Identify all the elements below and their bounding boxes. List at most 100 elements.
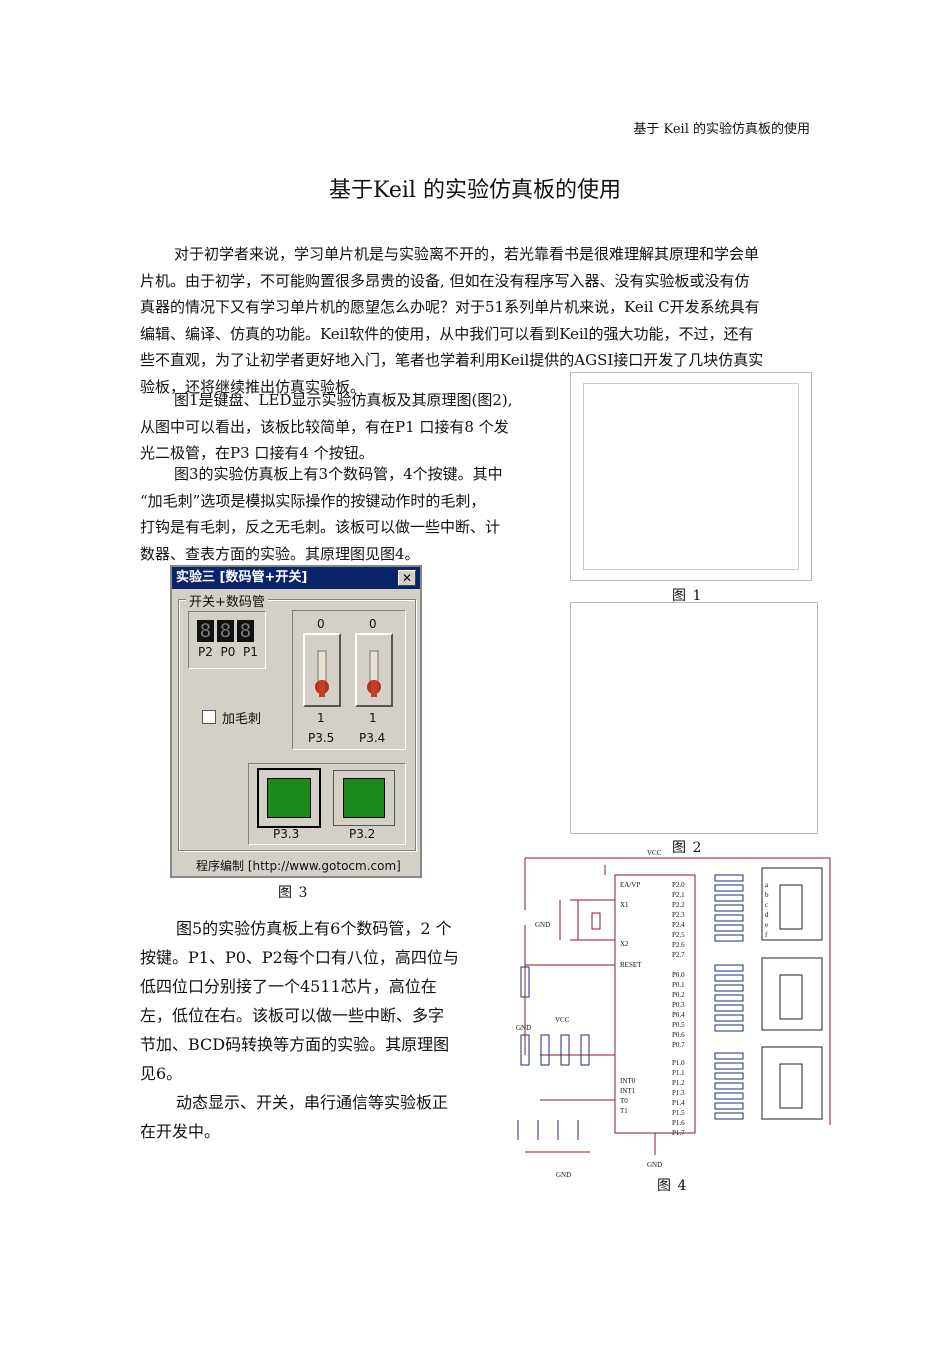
figure-1-frame (583, 383, 799, 570)
switch-2-bottom-label: 1 (369, 711, 377, 725)
text-line: 左，低位在右。该板可以做一些中断、多字 (140, 1006, 445, 1025)
button-2-name: P3.2 (349, 827, 376, 841)
figure-1-caption: 图 1 (672, 588, 703, 604)
port-pin-label: P1.2 (672, 1079, 685, 1087)
text-line: 打钩是有毛刺，反之无毛刺。该板可以做一些中断、计 (140, 518, 501, 536)
port-pin-label: P2.6 (672, 941, 685, 949)
text-line: 见6。 (140, 1064, 183, 1083)
vcc-label-top: VCC (647, 849, 662, 857)
seg-letter: b (765, 891, 769, 899)
segment-digit-p2: 8 (197, 620, 214, 642)
gnd-label-bottom: GND (556, 1171, 571, 1179)
gnd-label-left: GND (516, 1024, 531, 1032)
port-pin-label: P1.4 (672, 1099, 685, 1107)
segment-labels: P2 P0 P1 (198, 645, 258, 659)
port-pin-label: P0.2 (672, 991, 685, 999)
switch-1-bottom-label: 1 (317, 711, 325, 725)
port-pin-label: P1.1 (672, 1069, 685, 1077)
port-pin-label: P2.3 (672, 911, 685, 919)
port-pin-label: P1.3 (672, 1089, 685, 1097)
port-pin-label: P0.3 (672, 1001, 685, 1009)
text-line: “加毛刺”选项是模拟实际操作的按键动作时的毛刺， (140, 491, 486, 510)
segment-digit-p0: 8 (217, 620, 234, 642)
text-line: 图3的实验仿真板上有3个数码管，4个按键。其中 (174, 465, 503, 483)
seg-letter: d (765, 911, 769, 919)
glitch-checkbox[interactable] (202, 710, 216, 724)
figure-1-image (570, 372, 812, 581)
gnd-label-crystal: GND (535, 921, 550, 929)
pin-label: RESET (620, 961, 642, 969)
figure-2-image (570, 602, 818, 834)
schematic-diagram: VCC VCC GND GND GND GND EA/VP X1 X2 RESE… (516, 849, 831, 1179)
button-led-icon (267, 778, 311, 818)
seven-segment-panel: 8 8 8 P2 P0 P1 (188, 611, 266, 669)
push-button-p33[interactable] (257, 768, 321, 828)
port-pin-label: P2.1 (672, 891, 685, 899)
vcc-label-mid: VCC (555, 1016, 570, 1024)
push-button-p32[interactable] (333, 770, 395, 826)
figure-3-caption: 图 3 (278, 885, 309, 901)
port-pin-label: P0.0 (672, 971, 685, 979)
port-pin-label: P2.0 (672, 881, 685, 889)
switch-2-top-label: 0 (369, 617, 377, 631)
port-pin-label: P1.6 (672, 1119, 685, 1127)
group-box (178, 599, 416, 851)
pin-label: X1 (620, 901, 629, 909)
chip-left-pins: EA/VP X1 X2 RESET INT0 INT1 T0 T1 (620, 881, 642, 1115)
port-pin-label: P2.2 (672, 901, 685, 909)
text-line: 数器、查表方面的实验。其原理图见图4。 (140, 544, 420, 563)
port-pin-label: P0.1 (672, 981, 685, 989)
paragraph-fig3: 图3的实验仿真板上有3个数码管，4个按键。其中 “加毛刺”选项是模拟实际操作的按… (140, 461, 550, 567)
port-pin-label: P1.5 (672, 1109, 685, 1117)
seg-letters: a b c d e f (765, 881, 769, 939)
paragraph-fig5: 图5的实验仿真板上有6个数码管，2 个 按键。P1、P0、P2每个口有八位，高四… (140, 914, 500, 1088)
port-pin-label: P2.4 (672, 921, 685, 929)
paragraph-fig1: 图1是键盘、LED显示实验仿真板及其原理图(图2), 从图中可以看出，该板比较简… (140, 387, 550, 467)
button-led-icon (343, 778, 385, 818)
paragraph-future: 动态显示、开关，串行通信等实验板正 在开发中。 (140, 1088, 500, 1146)
switch-p35[interactable] (303, 633, 341, 707)
text-line: 验板，还将继续推出仿真实验板。 (140, 377, 366, 396)
text-line: 图1是键盘、LED显示实验仿真板及其原理图(图2), (174, 391, 513, 409)
text-line: 真器的情况下又有学习单片机的愿望怎么办呢？对于51系列单片机来说，Keil C开… (140, 298, 760, 316)
text-line: 光二极管，在P3 口接有4 个按钮。 (140, 444, 374, 462)
port-pin-label: P0.5 (672, 1021, 685, 1029)
pin-label: T1 (620, 1107, 628, 1115)
paragraph-intro: 对于初学者来说，学习单片机是与实验离不开的，若光靠看书是很难理解其原理和学会单 … (140, 241, 820, 400)
figure-2-caption: 图 2 (672, 840, 703, 856)
running-header: 基于 Keil 的实验仿真板的使用 (633, 122, 810, 137)
text-line: 些不直观，为了让初学者更好地入门，笔者也学着利用Keil提供的AGSI接口开发了… (140, 351, 764, 369)
switch-p34[interactable] (355, 633, 393, 707)
port-pin-label: P2.5 (672, 931, 685, 939)
text-line: 从图中可以看出，该板比较简单，有在P1 口接有8 个发 (140, 417, 509, 436)
text-line: 编辑、编译、仿真的功能。Keil软件的使用，从中我们可以看到Keil的强大功能，… (140, 324, 754, 343)
experiment-dialog: 实验三 [数码管+开关] ✕ 开关+数码管 8 8 8 P2 P0 P1 0 0… (170, 565, 422, 878)
toggle-lever-icon (367, 650, 381, 697)
port-pin-label: P0.6 (672, 1031, 685, 1039)
chip-port-pins: P2.0P2.1P2.2P2.3P2.4P2.5P2.6P2.7P0.0P0.1… (672, 881, 685, 1137)
pin-label: T0 (620, 1097, 628, 1105)
pin-label: X2 (620, 940, 629, 948)
seg-letter: f (765, 931, 768, 939)
pin-label: INT0 (620, 1077, 636, 1085)
button-1-name: P3.3 (273, 827, 300, 841)
pin-label: INT1 (620, 1087, 636, 1095)
button-panel: P3.3 P3.2 (248, 763, 406, 845)
port-pin-label: P0.4 (672, 1011, 685, 1019)
port-pin-label: P0.7 (672, 1041, 685, 1049)
text-line: 图5的实验仿真板上有6个数码管，2 个 (176, 919, 452, 938)
dialog-footer: 程序编制 [http://www.gotocm.com] (196, 859, 401, 873)
text-line: 节加、BCD码转换等方面的实验。其原理图 (140, 1035, 450, 1054)
resistor-arrays (520, 874, 744, 1120)
text-line: 动态显示、开关，串行通信等实验板正 (176, 1093, 449, 1112)
dialog-title: 实验三 [数码管+开关] (172, 567, 420, 589)
port-pin-label: P1.0 (672, 1059, 685, 1067)
toggle-lever-icon (315, 650, 329, 697)
text-line: 对于初学者来说，学习单片机是与实验离不开的，若光靠看书是很难理解其原理和学会单 (174, 245, 760, 263)
push-buttons (517, 1120, 579, 1140)
close-button[interactable]: ✕ (398, 570, 416, 586)
port-pin-label: P1.7 (672, 1129, 685, 1137)
switch-1-name: P3.5 (308, 731, 335, 745)
text-line: 按键。P1、P0、P2每个口有八位，高四位与 (140, 948, 459, 967)
glitch-checkbox-label: 加毛刺 (222, 712, 262, 727)
